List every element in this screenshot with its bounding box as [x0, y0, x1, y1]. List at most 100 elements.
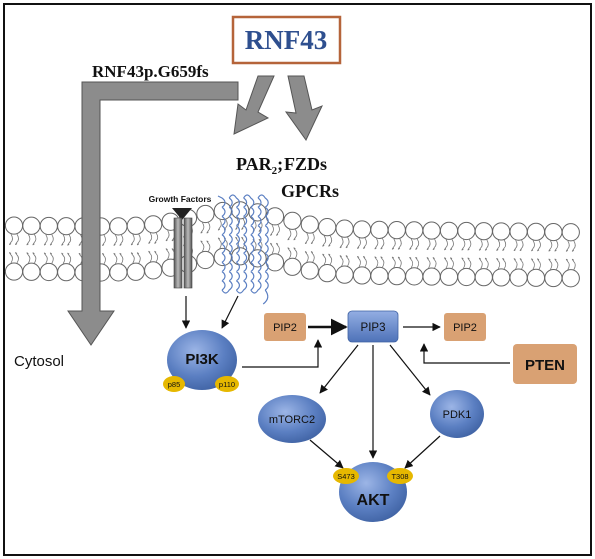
lipid-tail	[391, 256, 396, 268]
lipid-tail	[357, 237, 361, 249]
t308-label: T308	[391, 472, 408, 481]
lipid-tail	[206, 222, 211, 234]
lipid-tail	[345, 237, 350, 249]
lipid-head	[387, 267, 406, 286]
lipid-tail	[409, 256, 414, 268]
lipid-tail	[467, 257, 472, 269]
pip3-label: PIP3	[361, 322, 386, 334]
gpcrs-label: GPCRs	[281, 181, 339, 201]
lipid-tail	[432, 257, 437, 269]
lipid-head	[265, 253, 285, 272]
pip3-to-mtorc2-arrow	[319, 344, 359, 394]
lipid-tail	[276, 242, 280, 254]
lipid-tail	[26, 234, 31, 246]
lipid-tail	[148, 250, 153, 262]
lipid-head	[318, 264, 337, 283]
lipid-tail	[363, 237, 367, 249]
mtorc2-node	[258, 395, 326, 443]
lipid-head	[57, 263, 76, 282]
pten-node	[513, 344, 577, 384]
lipid-head	[22, 262, 41, 281]
lipid-tail	[304, 251, 309, 263]
lipid-tail	[304, 232, 309, 245]
lipid-tail	[15, 233, 19, 245]
lipid-head	[544, 268, 563, 288]
lipid-tail	[374, 238, 379, 250]
lipid-head	[144, 215, 163, 234]
lipid-tail	[136, 252, 141, 264]
lipid-tail	[571, 240, 576, 252]
lipid-tail	[409, 238, 414, 250]
lipid-tail	[502, 239, 507, 251]
lipid-head	[422, 267, 441, 286]
lipid-head	[405, 267, 424, 286]
lipid-head	[300, 261, 319, 280]
gpcr-receptor-icon	[217, 194, 269, 305]
lipid-head	[248, 203, 267, 222]
lipid-tail	[217, 237, 222, 249]
lipid-tail	[49, 252, 54, 264]
cytosol-label: Cytosol	[14, 353, 64, 370]
lipid-tail	[287, 247, 292, 259]
lipid-tail	[478, 239, 483, 251]
s473-badge	[333, 468, 359, 484]
lipid-head	[439, 221, 459, 240]
lipid-head	[4, 216, 24, 235]
lipid-head	[492, 268, 511, 287]
lipid-tail	[276, 224, 280, 236]
lipid-tail	[32, 234, 37, 246]
lipid-tail	[484, 239, 489, 251]
gpcr-c-tail	[262, 289, 269, 305]
lipid-tail	[357, 256, 361, 268]
lipid-head	[492, 222, 511, 241]
lipid-tail	[328, 235, 333, 247]
lipid-head	[526, 222, 546, 241]
rnf43-to-par2-arrow	[233, 75, 275, 135]
lipid-head	[474, 222, 493, 241]
lipid-tail	[61, 252, 66, 264]
lipid-tail	[432, 238, 437, 250]
lipid-head	[352, 220, 372, 239]
lipid-tail	[293, 247, 298, 259]
lipid-tail	[444, 257, 448, 269]
fzds-label: FZDs	[284, 154, 327, 174]
lipid-tail	[345, 255, 350, 267]
lipid-head	[22, 216, 41, 235]
lipid-tail	[519, 240, 524, 252]
mutant-to-pi3k-arrow	[67, 81, 239, 346]
par2-label: PAR2;	[236, 154, 283, 177]
rnf43-arrows	[67, 75, 323, 346]
lipid-head	[39, 216, 58, 236]
growth-factor-receptor-right	[183, 217, 193, 289]
lipid-head	[509, 268, 528, 287]
lipid-head	[526, 268, 546, 287]
lipid-tail	[200, 222, 205, 234]
lipid-tail	[154, 232, 159, 244]
lipid-tail	[102, 253, 106, 265]
lipid-head	[144, 261, 163, 280]
lipid-head	[561, 269, 580, 288]
lipid-tail	[26, 252, 31, 264]
lipid-tail	[397, 238, 402, 250]
lipid-tail	[444, 239, 448, 251]
lipid-tail	[531, 240, 535, 252]
lipid-tail	[484, 257, 489, 269]
lipid-tail	[548, 258, 553, 270]
lipid-head	[457, 221, 476, 241]
lipid-tail	[130, 252, 135, 264]
lipid-head	[457, 267, 476, 287]
lipid-head	[405, 221, 424, 240]
lipid-tail	[415, 238, 420, 250]
lipid-tail	[513, 258, 518, 270]
lipid-tail	[113, 234, 118, 246]
cell-membrane	[4, 201, 580, 288]
rnf43-to-fzd-arrow	[284, 75, 323, 141]
lipid-head	[474, 268, 493, 287]
lipid-tail	[554, 258, 559, 270]
pip2-left-label: PIP2	[273, 322, 297, 334]
growth-factor-receptor-left	[173, 217, 183, 289]
lipid-tail	[537, 258, 541, 270]
lipid-head	[318, 218, 337, 237]
lipid-tail	[531, 258, 535, 270]
